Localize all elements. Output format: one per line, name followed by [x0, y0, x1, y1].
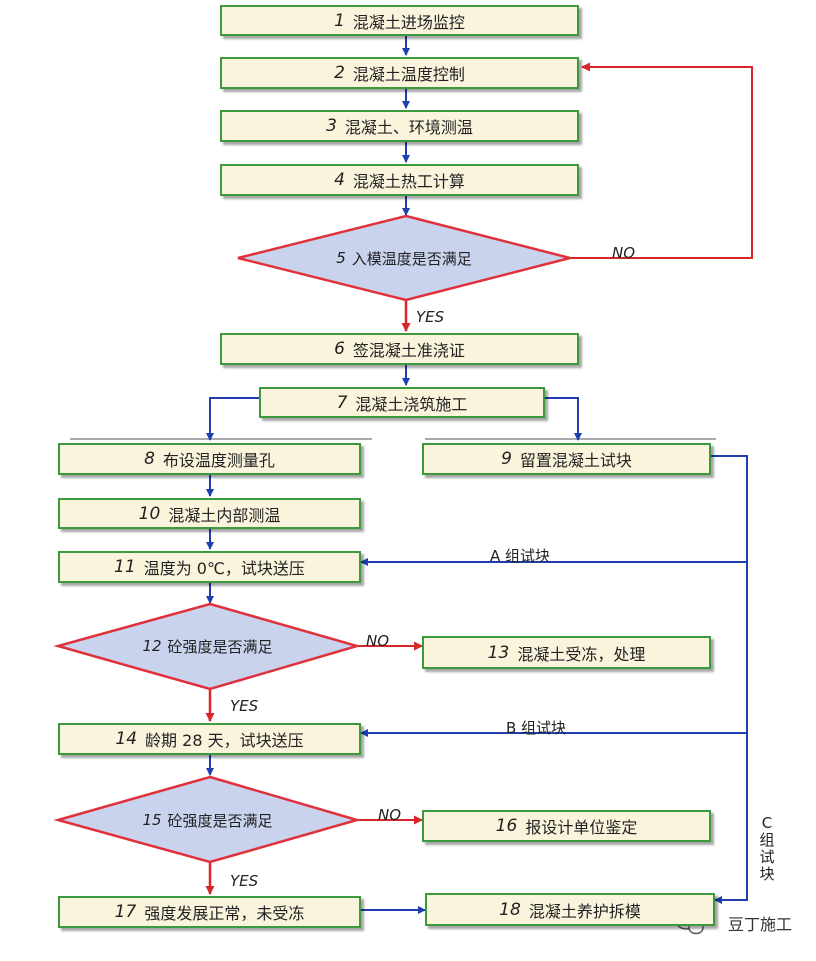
- label-no-12: NO: [366, 632, 390, 650]
- label-no-15: NO: [378, 806, 402, 824]
- label-yes-12: YES: [230, 697, 259, 715]
- label-group-a: A 组试块: [490, 547, 551, 565]
- label-group-b: B 组试块: [506, 719, 567, 737]
- watermark-text: 豆丁施工: [727, 915, 792, 934]
- label-yes-5: YES: [416, 308, 445, 326]
- arrow-5-no-loop: [570, 62, 753, 259]
- arrow-7-9: [545, 397, 582, 441]
- label-no-5: NO: [612, 244, 636, 262]
- decision-15-shape: [53, 775, 362, 864]
- decision-12-shape: [53, 602, 362, 691]
- arrow-9-trunk: [711, 455, 748, 904]
- arrow-7-8: [206, 397, 259, 441]
- label-group-c: C组试块: [759, 814, 775, 883]
- label-yes-15: YES: [230, 872, 259, 890]
- decision-5-shape: [237, 214, 571, 302]
- watermark: 豆丁施工: [728, 911, 792, 935]
